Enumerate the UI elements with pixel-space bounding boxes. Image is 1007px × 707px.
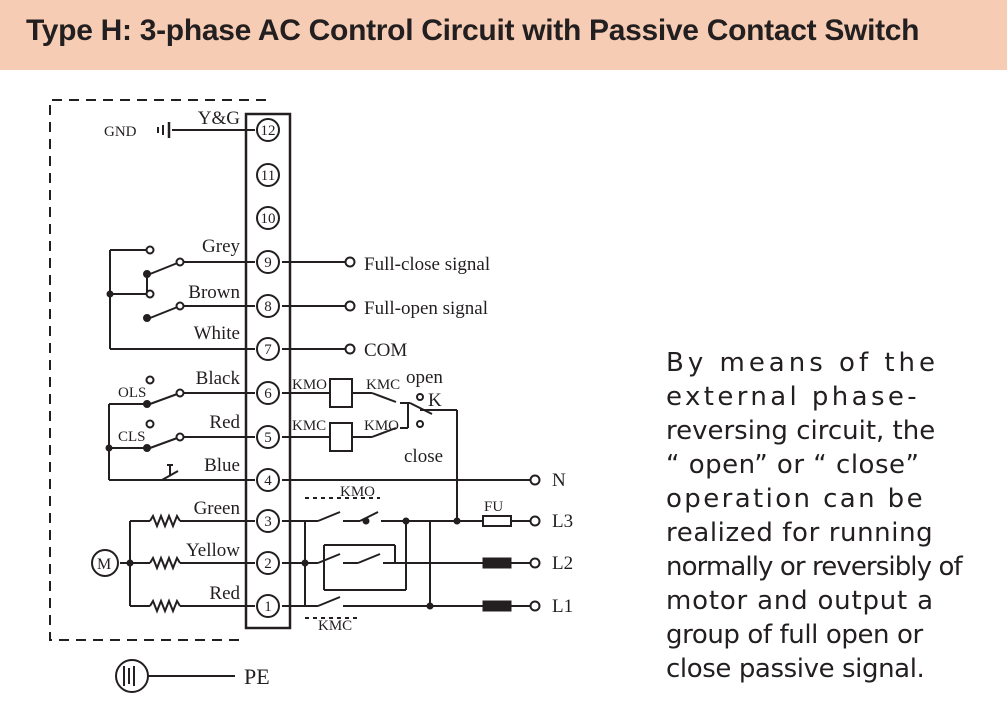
terminal-8 (256, 294, 280, 318)
description-line: operation can be (666, 484, 925, 514)
open-label: open (406, 367, 443, 388)
k-label: K (428, 390, 442, 411)
terminal-7 (256, 337, 280, 361)
wire-label-grey: Grey (202, 236, 240, 257)
n-label: N (552, 470, 566, 491)
pe-label: PE (244, 664, 270, 689)
description-line: group of full open or (666, 620, 923, 650)
page-title: Type H: 3-phase AC Control Circuit with … (26, 14, 920, 47)
terminal-number: 1 (264, 599, 272, 615)
terminal-number: 2 (264, 556, 272, 572)
terminal-number: 6 (264, 386, 272, 402)
description-text: By means of the external phase- reversin… (666, 346, 991, 686)
terminal-12 (256, 118, 280, 142)
cls-label: CLS (118, 429, 146, 445)
title-banner: Type H: 3-phase AC Control Circuit with … (0, 0, 1007, 70)
terminal-2 (256, 551, 280, 575)
close-label: close (404, 446, 443, 467)
wire-label-red-2: Red (209, 583, 240, 604)
terminal-5 (256, 425, 280, 449)
kmo-coil-label: KMO (292, 377, 327, 393)
terminal-number: 11 (261, 168, 275, 184)
terminal-6 (256, 381, 280, 405)
wire-label-blue: Blue (204, 455, 240, 476)
terminal-number: 7 (264, 342, 272, 358)
description-line: “ open” or “ close” (666, 450, 920, 480)
description-line: close passive signal. (666, 654, 925, 684)
terminal-4 (256, 468, 280, 492)
kmo-contactor-label: KMO (340, 484, 375, 500)
terminal-1 (256, 594, 280, 618)
wire-label-brown: Brown (188, 282, 240, 303)
l3-label: L3 (552, 511, 573, 532)
wire-label-yellow: Yellow (186, 540, 240, 561)
description-line: reversing circuit, the (666, 416, 936, 446)
wire-label-black: Black (196, 368, 241, 389)
kmo-switch-label: KMO (364, 418, 399, 434)
description-line: motor and output a (666, 586, 934, 616)
terminal-9 (256, 250, 280, 274)
terminal-number: 4 (264, 473, 272, 489)
terminal-number: 12 (261, 123, 276, 139)
description-line: realized for running (666, 518, 934, 548)
terminal-11 (256, 163, 280, 187)
terminal-number: 5 (264, 430, 272, 446)
kmc-coil-label: KMC (292, 418, 326, 434)
full-close-signal-label: Full-close signal (364, 254, 490, 275)
terminal-number: 8 (264, 299, 272, 315)
ols-label: OLS (118, 385, 146, 401)
wire-label-yg: Y&G (198, 108, 241, 129)
wire-label-white: White (194, 323, 240, 344)
fu-label: FU (484, 499, 503, 515)
terminal-10 (256, 206, 280, 230)
kmc-contactor-label: KMC (318, 618, 352, 634)
terminal-number: 10 (261, 211, 276, 227)
description-line: normally or reversibly of (666, 552, 963, 582)
com-label: COM (364, 340, 407, 361)
l1-label: L1 (552, 596, 573, 617)
gnd-label: GND (104, 124, 137, 140)
terminal-number: 9 (264, 255, 272, 271)
kmc-switch-label: KMC (366, 377, 400, 393)
l2-label: L2 (552, 553, 573, 574)
wire-label-green: Green (194, 498, 241, 519)
description-line: external phase- (666, 382, 921, 412)
motor-label: M (97, 556, 111, 573)
full-open-signal-label: Full-open signal (364, 298, 488, 319)
terminal-number: 3 (264, 514, 272, 530)
description-line: By means of the (666, 348, 940, 378)
terminal-3 (256, 509, 280, 533)
wire-label-red: Red (209, 412, 240, 433)
motor-symbol (91, 549, 119, 577)
